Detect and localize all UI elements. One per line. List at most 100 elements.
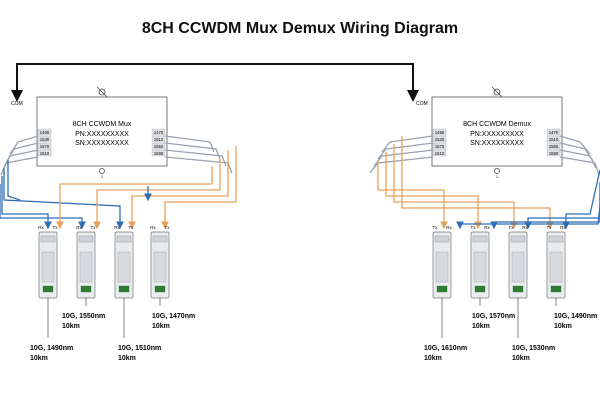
mux-left-pigtail xyxy=(0,156,39,176)
mux-left-port-label: 1610 xyxy=(40,151,50,156)
sfp-latch xyxy=(512,285,524,293)
sfp-port-a-label: Rx xyxy=(114,225,120,230)
demux-left-port-label: 1530 xyxy=(435,137,445,142)
mux-right-pigtail xyxy=(164,156,233,174)
module-spec-label: 10G, 1610nm 10km xyxy=(424,298,467,362)
demux-left-port-box xyxy=(432,142,447,150)
demux-left-port-box xyxy=(432,135,447,143)
module-spec-line1: 10G, 1570nm xyxy=(472,313,515,320)
mux-left-port-box xyxy=(37,142,52,150)
demux-left-pigtail xyxy=(377,142,434,160)
sfp-port-b-label: Rx xyxy=(560,225,566,230)
sfp-port-a-label: Tx xyxy=(509,225,515,230)
sfp-latch xyxy=(474,285,486,293)
sfp-latch xyxy=(154,285,166,293)
demux-left-port-box xyxy=(432,149,447,157)
sfp-port-a-label: Tx xyxy=(547,225,553,230)
demux-sn: SN:XXXXXXXXX xyxy=(470,140,524,147)
mux-right-port-box xyxy=(151,149,166,157)
mux-left-port-box xyxy=(37,128,52,136)
sfp-port-b-label: Rx xyxy=(484,225,490,230)
module-spec-line1: 10G, 1470nm xyxy=(152,313,195,320)
mux-left-port-box xyxy=(37,135,52,143)
mux-name: 8CH CCWDM Mux xyxy=(73,121,132,128)
module-spec-line2: 10km xyxy=(30,355,48,362)
fiber-orange xyxy=(128,150,229,230)
module-spec-line2: 10km xyxy=(62,323,80,330)
fiber-orange xyxy=(385,152,482,230)
demux-left-port-box xyxy=(432,128,447,136)
mux-com-label: COM xyxy=(11,101,23,107)
module-spec-line2: 10km xyxy=(152,323,170,330)
sfp-latch xyxy=(436,285,448,293)
mux-unit: COM 8CH CCWDM Mux PN:XXXXXXXXX SN:XXXXXX… xyxy=(11,86,168,179)
demux-left-pigtail xyxy=(373,149,434,167)
demux-right-pigtail xyxy=(559,156,600,176)
demux-port-indicator xyxy=(494,168,500,174)
demux-left-port-label: 1490 xyxy=(435,130,445,135)
demux-right-pigtail xyxy=(559,149,597,169)
module-spec-line1: 10G, 1610nm xyxy=(424,345,467,352)
sfp-module: Tx Rx xyxy=(433,225,452,299)
mux-right-port-box xyxy=(151,135,166,143)
fiber-blue xyxy=(0,184,86,230)
demux-com-label: COM xyxy=(416,101,428,107)
demux-right-port-box xyxy=(546,128,561,136)
sfp-port-b-label: Rx xyxy=(446,225,452,230)
demux-box xyxy=(431,96,563,167)
module-spec-line1: 10G, 1550nm xyxy=(62,313,105,320)
module-spec-label: 10G, 1490nm 10km xyxy=(30,298,73,362)
mux-right-port-label: 1590 xyxy=(154,151,164,156)
sfp-port-b-label: Tx xyxy=(91,225,97,230)
demux-right-port-box xyxy=(546,142,561,150)
sfp-port-b-label: Rx xyxy=(522,225,528,230)
mux-left-port-box xyxy=(37,149,52,157)
diagram-title: 8CH CCWDM Mux Demux Wiring Diagram xyxy=(141,20,459,37)
mux-right-port-box xyxy=(151,142,166,150)
module-spec-label: 10G, 1530nm 10km xyxy=(512,298,555,362)
module-spec-line2: 10km xyxy=(512,355,530,362)
fiber-orange xyxy=(161,146,237,230)
sfp-port-a-label: Tx xyxy=(471,225,477,230)
demux-left-port-label: 1610 xyxy=(435,151,445,156)
mux-sn: SN:XXXXXXXXX xyxy=(75,140,129,147)
mux-connector-icon xyxy=(96,86,108,98)
mux-port-indicator xyxy=(99,168,105,174)
mux-right-port-box xyxy=(151,128,166,136)
module-spec-label: 10G, 1490nm 10km xyxy=(554,298,597,330)
demux-right-port-label: 1470 xyxy=(549,130,559,135)
module-spec-line1: 10G, 1490nm xyxy=(30,345,73,352)
module-spec-line2: 10km xyxy=(554,323,572,330)
fiber-orange xyxy=(56,166,213,230)
sfp-module: Tx Rx xyxy=(471,225,490,299)
demux-right-port-box xyxy=(546,135,561,143)
sfp-latch xyxy=(118,285,130,293)
demux-connector-icon xyxy=(491,86,503,98)
sfp-latch xyxy=(80,285,92,293)
sfp-port-a-label: Tx xyxy=(433,225,439,230)
demux-right-port-box xyxy=(546,149,561,157)
fiber-lines xyxy=(0,135,600,230)
mux-left-port-label: 1530 xyxy=(40,137,50,142)
fiber-orange xyxy=(393,144,518,230)
fiber-blue xyxy=(1,176,52,230)
sfp-port-b-label: Tx xyxy=(165,225,171,230)
module-spec-line1: 10G, 1490nm xyxy=(554,313,597,320)
com-link-line xyxy=(16,63,419,102)
fiber-blue xyxy=(562,169,600,230)
mux-box xyxy=(36,96,168,167)
sfp-port-a-label: Rx xyxy=(150,225,156,230)
mux-right-port-label: 1470 xyxy=(154,130,164,135)
demux-right-port-label: 1510 xyxy=(549,137,559,142)
mux-left-port-label: 1490 xyxy=(40,130,50,135)
sfp-module: Rx Tx xyxy=(150,225,171,299)
demux-pn: PN:XXXXXXXXX xyxy=(470,131,524,138)
sfp-port-a-label: Rx xyxy=(76,225,82,230)
mux-port-num: 1 xyxy=(101,174,104,179)
sfp-latch xyxy=(42,285,54,293)
demux-right-port-label: 1550 xyxy=(549,144,559,149)
module-spec-line1: 10G, 1530nm xyxy=(512,345,555,352)
module-spec-line2: 10km xyxy=(424,355,442,362)
